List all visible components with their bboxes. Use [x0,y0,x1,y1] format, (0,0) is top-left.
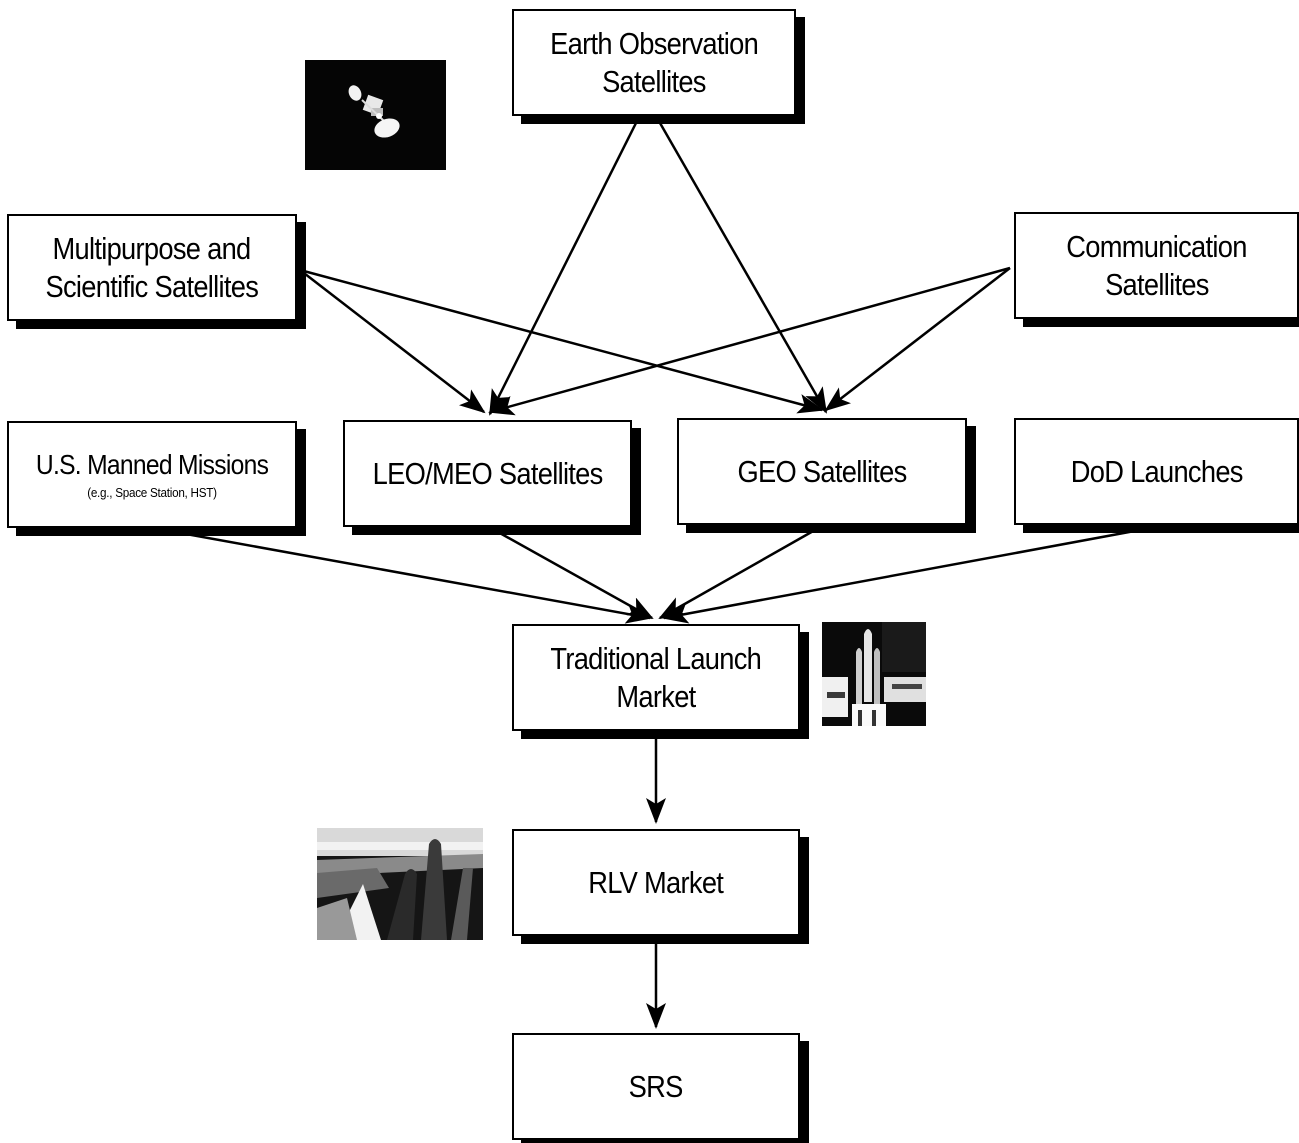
node-label-line: Multipurpose and [52,230,252,266]
edge-earth-to-leo [488,122,638,416]
node-label-line: Earth Observation [550,25,759,61]
node-label-line: DoD Launches [1070,453,1243,489]
node-geo-satellites: GEO Satellites [677,418,967,525]
node-label-line: Market [616,678,696,714]
node-us-manned-missions: U.S. Manned Missions (e.g., Space Statio… [7,421,297,528]
node-communication-satellites: Communication Satellites [1014,212,1299,319]
rocket-launch-photo [822,622,926,726]
node-label-line: Communication [1066,228,1247,264]
node-traditional-launch-market: Traditional Launch Market [512,624,800,731]
node-label-line: LEO/MEO Satellites [372,455,604,491]
node-earth-observation-satellites: Earth Observation Satellites [512,9,796,116]
node-label-line: SRS [629,1068,684,1104]
edge-leo-to-trad [497,530,654,620]
edge-multi-to-leo [299,269,486,414]
node-label-line: GEO Satellites [737,453,907,489]
edge-multi-to-geo [299,268,824,414]
node-label-line: U.S. Manned Missions [35,448,269,480]
edge-us-to-trad [174,530,652,624]
edge-comm-to-geo [824,267,1011,412]
node-label-line: Scientific Satellites [45,268,259,304]
satellite-photo [305,60,446,170]
edge-geo-to-trad [658,528,816,620]
node-rlv-market: RLV Market [512,829,800,936]
node-label-line: Satellites [602,63,706,99]
node-sublabel: (e.g., Space Station, HST) [87,485,217,501]
edge-earth-to-geo [658,122,828,414]
edge-comm-to-leo [488,266,1011,416]
node-label-line: RLV Market [588,864,725,900]
node-label-line: Traditional Launch [550,640,762,676]
rlv-vehicle-photo [317,828,483,940]
node-dod-launches: DoD Launches [1014,418,1299,525]
edge-dod-to-trad [662,528,1141,624]
node-multipurpose-scientific-satellites: Multipurpose and Scientific Satellites [7,214,297,321]
node-leo-meo-satellites: LEO/MEO Satellites [343,420,632,527]
node-label-line: Satellites [1104,266,1209,302]
node-srs: SRS [512,1033,800,1140]
